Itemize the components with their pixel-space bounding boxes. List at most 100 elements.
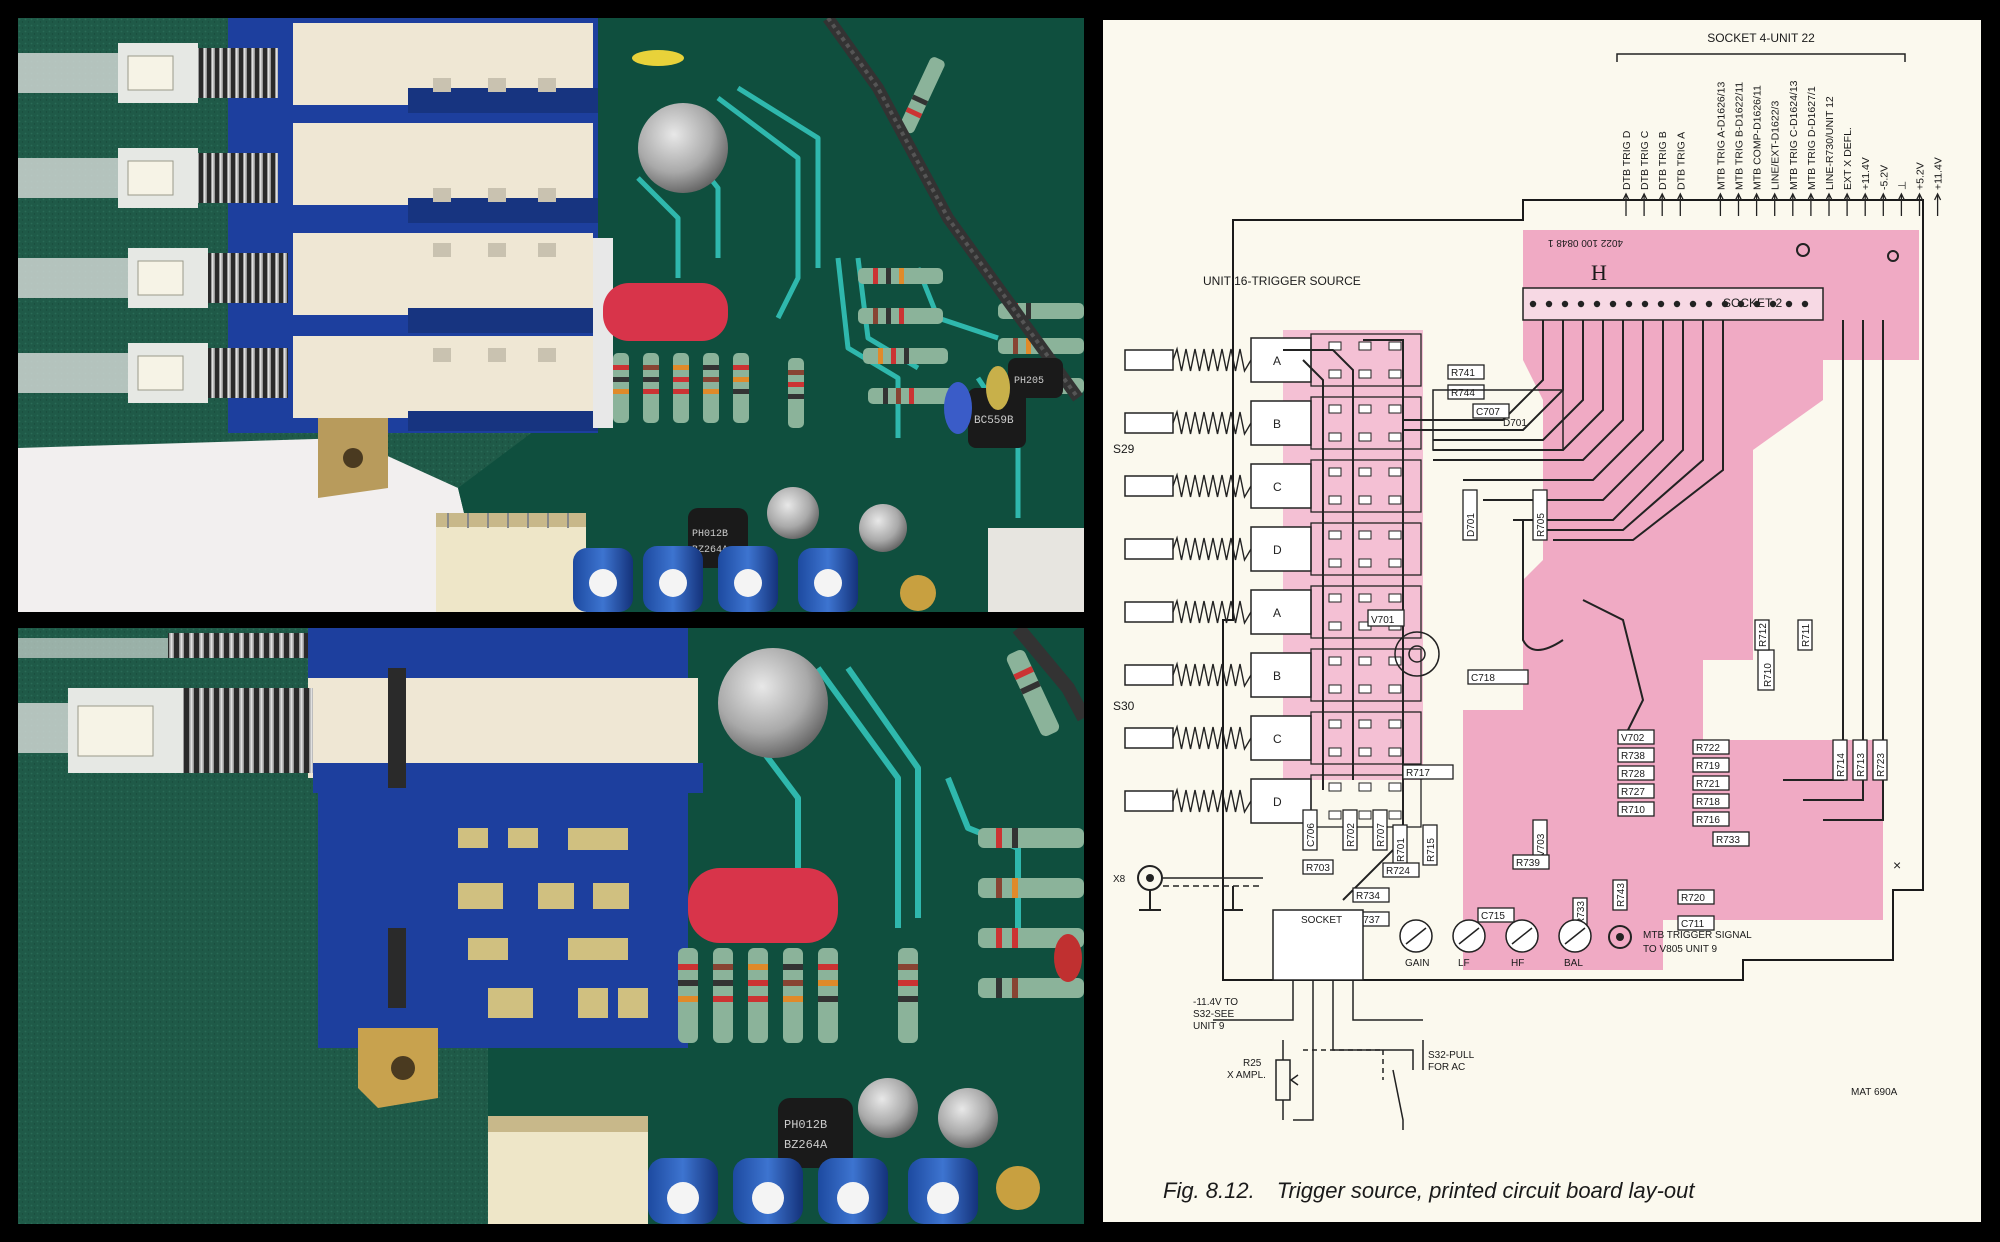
socket-pin <box>1657 300 1665 308</box>
x8-label: X8 <box>1113 874 1126 885</box>
pin-label: MTB TRIG D-D1627/1 <box>1806 86 1818 190</box>
svg-text:×: × <box>1893 857 1901 873</box>
pot-label: BAL <box>1564 958 1583 969</box>
component-r741: R741 <box>1447 364 1485 380</box>
pin-label: -5.2V <box>1878 165 1890 190</box>
component-r727: R727 <box>1617 783 1655 799</box>
key-label: B <box>1273 669 1281 683</box>
pin-label: MTB TRIG B-D1622/11 <box>1734 82 1746 190</box>
component-r744: R744 <box>1447 384 1485 400</box>
svg-text:R716: R716 <box>1696 815 1720 826</box>
component-r703: R703 <box>1302 859 1334 875</box>
key-label: A <box>1273 354 1281 368</box>
svg-text:R707: R707 <box>1376 823 1387 847</box>
key-label: C <box>1273 480 1282 494</box>
component-c706: C706 <box>1302 809 1318 851</box>
svg-text:R713: R713 <box>1856 753 1867 777</box>
blue-electrolytic-capacitors <box>573 546 858 612</box>
pin-label: +11.4V <box>1860 157 1872 190</box>
svg-text:R710: R710 <box>1621 805 1645 816</box>
transistor-marking: BZ264A <box>692 545 728 556</box>
metal-can-transistor <box>718 648 828 758</box>
svg-text:R703: R703 <box>1306 863 1330 874</box>
svg-text:R714: R714 <box>1836 753 1847 777</box>
svg-text:V703: V703 <box>1536 833 1547 857</box>
pot-label: GAIN <box>1405 958 1429 969</box>
svg-text:C718: C718 <box>1471 673 1495 684</box>
svg-text:V702: V702 <box>1621 733 1645 744</box>
pushbutton-key: A <box>1124 585 1422 639</box>
pushbutton-key: D <box>1124 774 1422 828</box>
component-r710: R710 <box>1757 649 1775 691</box>
caption-number: Fig. 8.12. <box>1163 1178 1255 1203</box>
socket-pin <box>1545 300 1553 308</box>
socket-pin <box>1785 300 1793 308</box>
component-r739: R739 <box>1512 854 1550 870</box>
pushbutton-key: C <box>1124 711 1422 765</box>
supply-note-line3: UNIT 9 <box>1193 1021 1225 1032</box>
mtb-signal-label: MTB TRIGGER SIGNAL <box>1643 930 1752 941</box>
socket-pin <box>1577 300 1585 308</box>
svg-text:R705: R705 <box>1536 513 1547 537</box>
trim-pot: HF <box>1505 919 1539 969</box>
pin-label: LINE/EXT-D1622/3 <box>1770 101 1782 190</box>
transistor-marking: PH012B <box>784 1118 827 1132</box>
svg-text:R710: R710 <box>1763 663 1774 687</box>
pin-label: DTB TRIG D <box>1621 130 1633 190</box>
svg-text:R724: R724 <box>1386 866 1410 877</box>
component-r743: R743 <box>1612 879 1628 911</box>
svg-text:R702: R702 <box>1346 823 1357 847</box>
component-r718: R718 <box>1692 793 1730 809</box>
key-label: A <box>1273 606 1281 620</box>
socket-pin <box>1561 300 1569 308</box>
component-r720: R720 <box>1677 889 1715 905</box>
pushbutton-key: A <box>1124 333 1422 387</box>
component-r712: R712 <box>1754 619 1770 651</box>
pushbutton-key: C <box>1124 459 1422 513</box>
pin-label: EXT X DEFL. <box>1842 127 1854 190</box>
component-r707: R707 <box>1372 809 1388 851</box>
pcb-layout-diagram: SOCKET 4-UNIT 22 4022 100 0848 1 H SOCKE… <box>1103 20 1981 1222</box>
component-v703: V703 <box>1532 819 1548 861</box>
svg-text:V701: V701 <box>1371 615 1395 626</box>
svg-text:C706: C706 <box>1306 823 1317 847</box>
red-film-capacitor <box>603 283 728 341</box>
svg-text:R719: R719 <box>1696 761 1720 772</box>
pushbutton-key: D <box>1124 522 1422 576</box>
component-v701: V701 <box>1367 609 1405 627</box>
switch-plungers <box>18 43 288 403</box>
component-v702: V702 <box>1617 729 1655 745</box>
socket-pin <box>1737 300 1745 308</box>
resistor-array-bottom <box>678 649 1084 1043</box>
svg-text:R743: R743 <box>1616 883 1627 907</box>
socket-pin <box>1705 300 1713 308</box>
r25-label: R25 <box>1243 1058 1262 1069</box>
component-c711: C711 <box>1677 915 1715 931</box>
svg-text:D701: D701 <box>1503 418 1527 429</box>
metal-can-transistor <box>638 103 728 193</box>
svg-text:H: H <box>1591 260 1607 285</box>
svg-text:D701: D701 <box>1466 513 1477 537</box>
key-label: D <box>1273 543 1282 557</box>
socket4-header-label: SOCKET 4-UNIT 22 <box>1707 31 1815 45</box>
pin-label: +11.4V <box>1933 157 1945 190</box>
svg-text:R720: R720 <box>1681 893 1705 904</box>
component-r734: R734 <box>1352 887 1390 903</box>
pushbutton-key: B <box>1124 396 1422 450</box>
bottom-socket-label: SOCKET <box>1301 915 1342 926</box>
ic-d701 <box>1432 389 1564 451</box>
s32-label: S32-PULL <box>1428 1050 1475 1061</box>
svg-text:R733: R733 <box>1576 901 1587 925</box>
component-r716: R716 <box>1692 811 1730 827</box>
socket-pin <box>1769 300 1777 308</box>
svg-text:R721: R721 <box>1696 779 1720 790</box>
pin-label: LINE-R730/UNIT 12 <box>1824 96 1836 190</box>
r25-function: X AMPL. <box>1227 1070 1266 1081</box>
component-r738: R738 <box>1617 747 1655 763</box>
pin-label: DTB TRIG C <box>1639 130 1651 190</box>
component-r713: R713 <box>1852 739 1868 781</box>
component-r724: R724 <box>1382 862 1420 878</box>
red-film-capacitor <box>688 868 838 943</box>
supply-note-line2: S32-SEE <box>1193 1009 1234 1020</box>
